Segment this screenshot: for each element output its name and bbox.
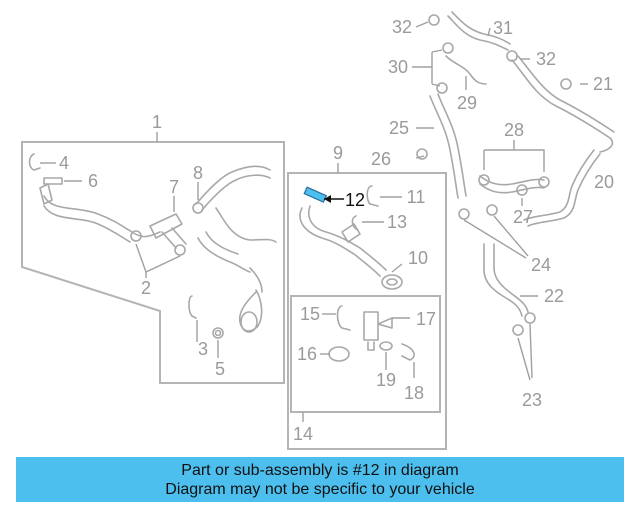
- callout-24: 24: [531, 255, 551, 275]
- callout-20: 20: [594, 172, 614, 192]
- callout-13: 13: [387, 212, 407, 232]
- callout-2: 2: [141, 278, 151, 298]
- callout-12: 12: [345, 190, 365, 210]
- hose-assembly-group-1: [28, 153, 277, 339]
- callout-4: 4: [59, 153, 69, 173]
- parts-group-14: [328, 305, 415, 362]
- callout-30: 30: [388, 57, 408, 77]
- callout-16: 16: [297, 344, 317, 364]
- callout-1: 1: [152, 112, 162, 132]
- callout-14: 14: [293, 424, 313, 444]
- callout-18: 18: [404, 383, 424, 403]
- callout-25: 25: [389, 118, 409, 138]
- callout-11: 11: [407, 187, 426, 207]
- callout-32-top: 32: [392, 17, 412, 37]
- callout-26: 26: [371, 149, 391, 169]
- leaders-group-14: [320, 313, 415, 378]
- callout-29: 29: [457, 93, 477, 113]
- callout-7: 7: [169, 177, 179, 197]
- leaders-right-side: [412, 21, 588, 381]
- group-1-frame: [21, 141, 285, 384]
- callout-19: 19: [376, 370, 396, 390]
- hose-assembly-group-9: [299, 185, 403, 290]
- callout-15: 15: [300, 304, 320, 324]
- callout-23: 23: [522, 390, 542, 410]
- part-12-highlight: [303, 186, 328, 203]
- callout-21: 21: [593, 74, 613, 94]
- banner-line-1: Part or sub-assembly is #12 in diagram: [181, 461, 459, 479]
- group-9-frame: [287, 172, 447, 450]
- callout-22: 22: [544, 286, 564, 306]
- callout-32-right: 32: [536, 49, 556, 69]
- callout-17: 17: [416, 309, 436, 329]
- callout-3: 3: [198, 339, 208, 359]
- callout-6: 6: [88, 171, 98, 191]
- callout-28: 28: [504, 120, 524, 140]
- callout-5: 5: [215, 359, 225, 379]
- banner-line-2: Diagram may not be specific to your vehi…: [165, 480, 475, 498]
- info-banner: Part or sub-assembly is #12 in diagram D…: [16, 457, 624, 502]
- callout-10: 10: [408, 248, 428, 268]
- hoses-right-side: [416, 11, 615, 336]
- group-14-frame: [290, 295, 441, 413]
- callout-27: 27: [513, 207, 533, 227]
- callout-31: 31: [493, 18, 513, 38]
- callout-8: 8: [193, 163, 203, 183]
- callouts: 1 2 3 4 5 6 7 8 9 10 11 12 13 14 15 16 1…: [59, 17, 614, 444]
- leaders-group-1: [40, 162, 219, 358]
- leaders-group-9: [324, 195, 403, 273]
- callout-9: 9: [333, 143, 343, 163]
